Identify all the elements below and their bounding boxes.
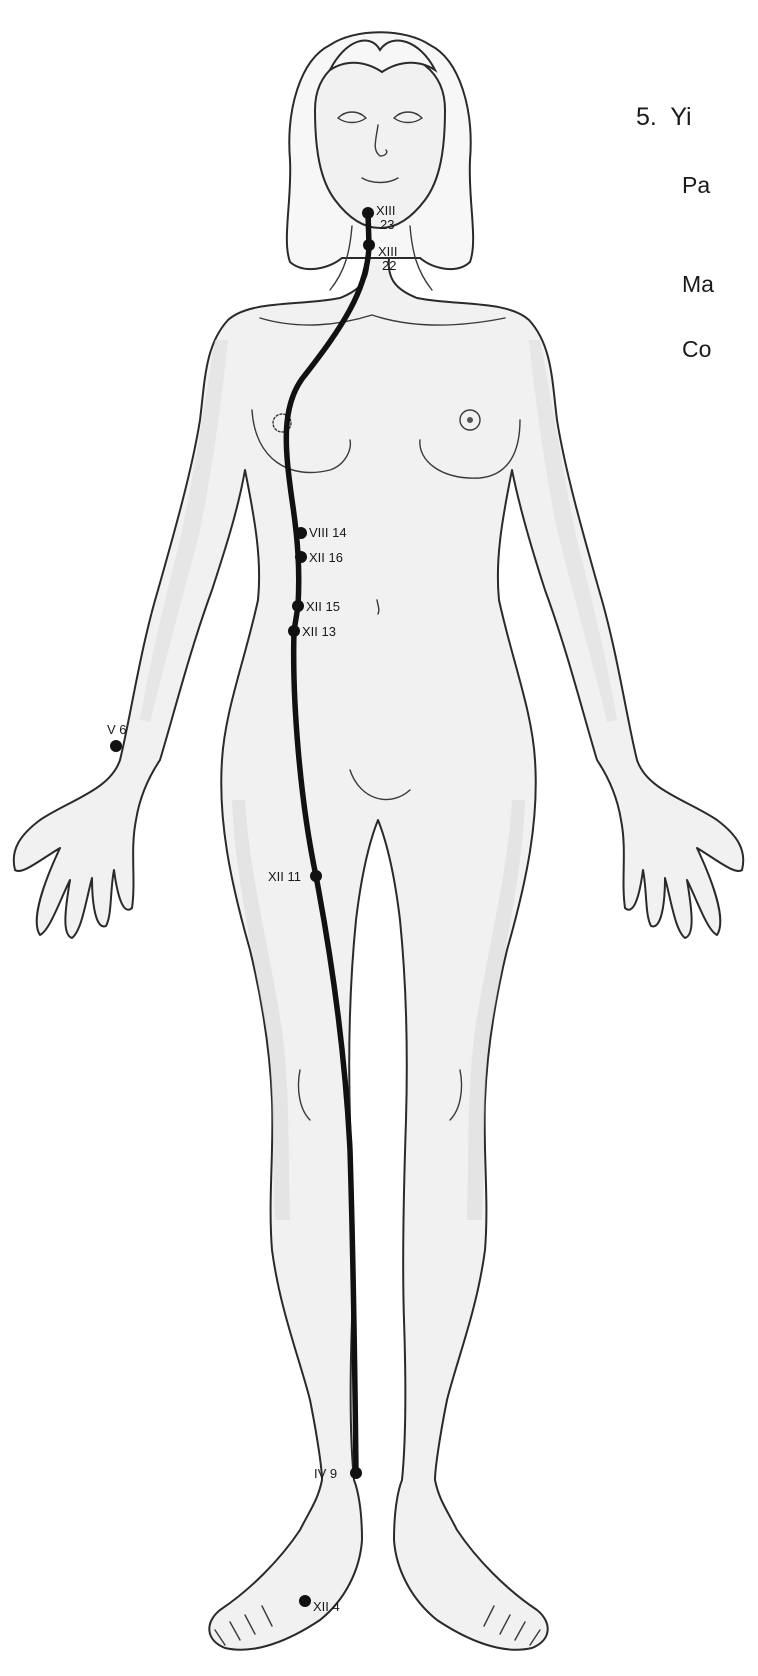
note-line-1: Pa [682, 172, 710, 199]
label-xii-15: XII 15 [306, 599, 340, 614]
label-xii-11: XII 11 [268, 869, 301, 884]
point-xii-16 [295, 551, 307, 563]
label-v-6: V 6 [107, 722, 127, 737]
point-xiii-23 [362, 207, 374, 219]
body-silhouette [14, 258, 744, 1650]
note-line-2: Ma [682, 271, 714, 298]
point-viii-14 [295, 527, 307, 539]
label-xiii-23-b: 23 [380, 217, 394, 232]
label-xii-16: XII 16 [309, 550, 343, 565]
point-v-6 [110, 740, 122, 752]
label-xii-4: XII 4 [313, 1599, 340, 1614]
point-xii-15 [292, 600, 304, 612]
label-xiii-23-a: XIII [376, 203, 396, 218]
label-xiii-22-b: 22 [382, 258, 396, 273]
label-iv-9: IV 9 [314, 1466, 337, 1481]
section-heading: 5. Yi [636, 103, 692, 132]
point-xiii-22 [363, 239, 375, 251]
point-xii-11 [310, 870, 322, 882]
label-xii-13: XII 13 [302, 624, 336, 639]
right-nipple-center [467, 417, 473, 423]
label-xiii-22-a: XIII [378, 244, 398, 259]
point-iv-9 [350, 1467, 362, 1479]
point-xii-13 [288, 625, 300, 637]
label-viii-14: VIII 14 [309, 525, 347, 540]
note-line-3: Co [682, 336, 711, 363]
section-title: Yi [670, 103, 691, 131]
section-number: 5. [636, 103, 657, 131]
point-xii-4 [299, 1595, 311, 1607]
